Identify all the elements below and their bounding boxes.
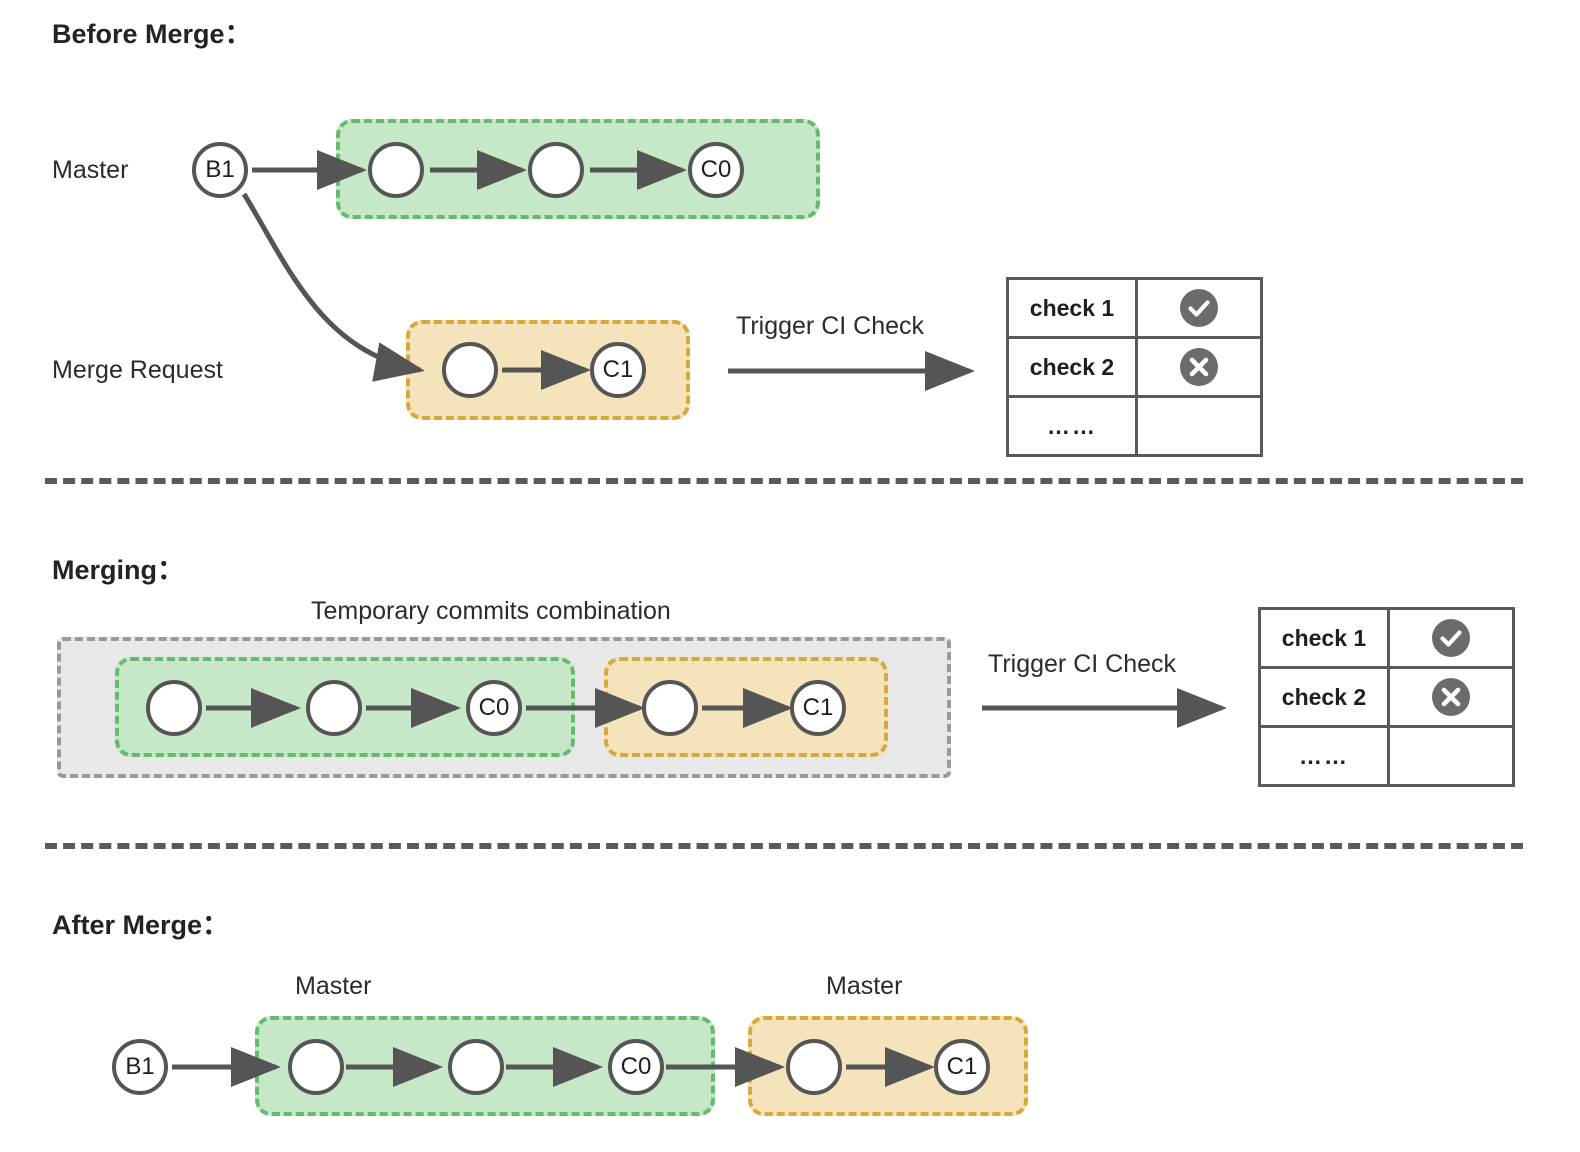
ci-check-status-success xyxy=(1135,277,1263,339)
table-row: check 1 xyxy=(1006,277,1263,339)
branch-label-master-after-left: Master xyxy=(295,972,372,1000)
branch-label-master-before: Master xyxy=(52,156,129,184)
branch-label-master-after-right: Master xyxy=(826,972,903,1000)
commit-node-merging-master-2[interactable] xyxy=(306,680,362,736)
table-row: check 2 xyxy=(1258,666,1515,728)
commit-node-after-green-1[interactable] xyxy=(288,1039,344,1095)
commit-node-master-2[interactable] xyxy=(528,142,584,198)
table-row: …… xyxy=(1006,395,1263,457)
commit-node-after-green-c0[interactable]: C0 xyxy=(608,1039,664,1095)
table-row: check 1 xyxy=(1258,607,1515,669)
ci-check-status-empty xyxy=(1387,725,1515,787)
commit-node-merging-master-1[interactable] xyxy=(146,680,202,736)
ci-check-name-ellipsis: …… xyxy=(1258,725,1390,787)
ci-check-status-failure xyxy=(1135,336,1263,398)
branch-label-merge-request: Merge Request xyxy=(52,356,223,384)
ci-check-status-success xyxy=(1387,607,1515,669)
commit-node-after-orange-1[interactable] xyxy=(786,1039,842,1095)
x-circle-icon xyxy=(1432,678,1470,716)
section-title-after-merge: After Merge： xyxy=(52,910,230,940)
commit-node-after-green-2[interactable] xyxy=(448,1039,504,1095)
section-title-merging: Merging： xyxy=(52,555,184,585)
check-circle-icon xyxy=(1180,289,1218,327)
commit-node-merging-mr-1[interactable] xyxy=(642,680,698,736)
commit-node-after-orange-c1[interactable]: C1 xyxy=(934,1039,990,1095)
commit-node-master-c0[interactable]: C0 xyxy=(688,142,744,198)
commit-node-mr-c1[interactable]: C1 xyxy=(590,342,646,398)
section-divider-2 xyxy=(45,843,1523,849)
section-divider-1 xyxy=(45,478,1523,484)
trigger-ci-check-label-merging: Trigger CI Check xyxy=(988,650,1177,678)
ci-check-name: check 1 xyxy=(1006,277,1138,339)
ci-check-table-merging: check 1 check 2 …… xyxy=(1258,607,1515,787)
x-circle-icon xyxy=(1180,348,1218,386)
section-title-before-merge: Before Merge： xyxy=(52,19,252,49)
commit-node-b1[interactable]: B1 xyxy=(192,142,248,198)
ci-check-name: check 2 xyxy=(1258,666,1390,728)
commit-node-mr-1[interactable] xyxy=(442,342,498,398)
ci-check-status-failure xyxy=(1387,666,1515,728)
ci-check-table-before: check 1 check 2 …… xyxy=(1006,277,1263,457)
ci-check-name: check 1 xyxy=(1258,607,1390,669)
commit-node-merging-mr-c1[interactable]: C1 xyxy=(790,680,846,736)
commit-node-after-b1[interactable]: B1 xyxy=(112,1039,168,1095)
check-circle-icon xyxy=(1432,619,1470,657)
table-row: check 2 xyxy=(1006,336,1263,398)
temporary-commits-combination-label: Temporary commits combination xyxy=(311,597,671,625)
ci-check-name-ellipsis: …… xyxy=(1006,395,1138,457)
trigger-ci-check-label-before: Trigger CI Check xyxy=(736,312,925,340)
table-row: …… xyxy=(1258,725,1515,787)
commit-node-master-1[interactable] xyxy=(368,142,424,198)
ci-check-name: check 2 xyxy=(1006,336,1138,398)
commit-node-merging-master-c0[interactable]: C0 xyxy=(466,680,522,736)
ci-check-status-empty xyxy=(1135,395,1263,457)
